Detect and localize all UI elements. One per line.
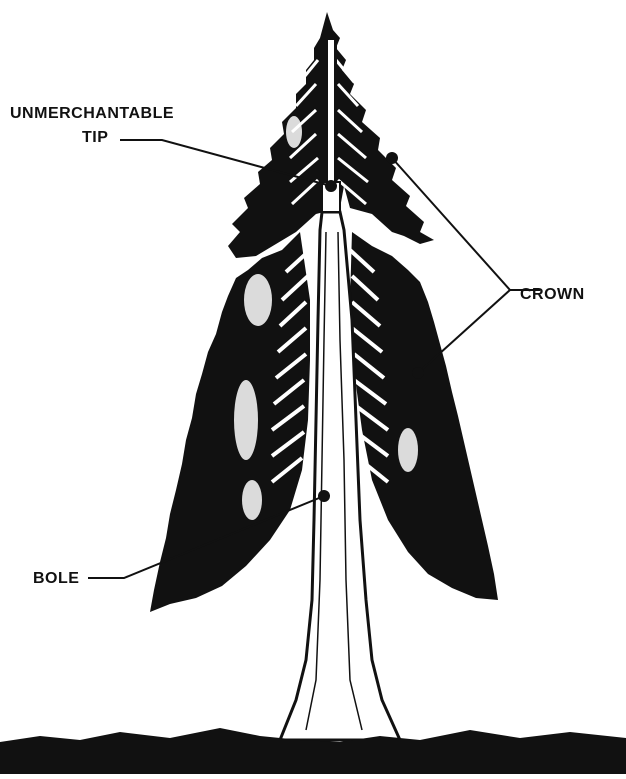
bole-marker (318, 490, 330, 502)
crown-marker-lower (412, 367, 424, 379)
tip-marker (325, 180, 337, 192)
bole-label: BOLE (33, 569, 79, 589)
crown-label: CROWN (520, 285, 585, 305)
tip-label: TIP (82, 128, 108, 148)
crown-marker-upper (386, 152, 398, 164)
unmerchantable-label: UNMERCHANTABLE (10, 104, 174, 124)
